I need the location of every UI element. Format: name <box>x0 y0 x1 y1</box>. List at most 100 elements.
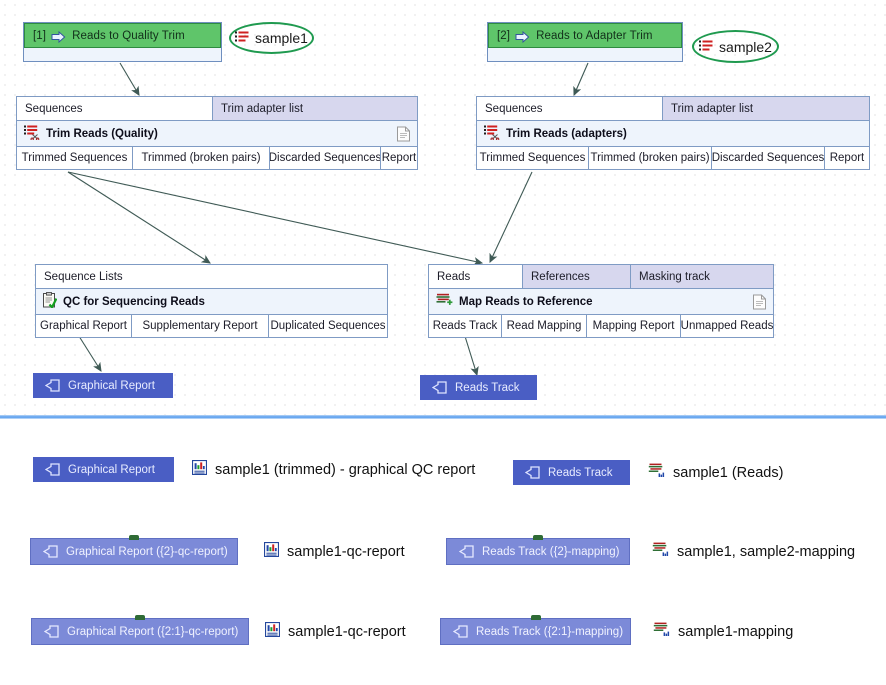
input-port-sequence-lists[interactable]: Sequence Lists <box>36 265 387 288</box>
process-node-qc-for-sequencing-reads[interactable]: Sequence Lists QC for Sequencing Reads <box>35 264 388 338</box>
output-port-duplicated-sequences[interactable]: Duplicated Sequences <box>269 315 387 337</box>
result-label: sample1, sample2-mapping <box>677 543 856 560</box>
process-node-title-bar[interactable]: Trim Reads (Quality) <box>17 121 417 147</box>
result-row: Graphical Report ({2}-qc-report) sample1… <box>30 535 405 565</box>
input-port-row: Reads References Masking track <box>429 265 773 289</box>
sequence-list-icon <box>699 39 713 55</box>
result-row: Reads Track sample1 (Reads) <box>513 460 783 485</box>
input-port-row: Sequences Trim adapter list <box>477 97 869 121</box>
input-node-body <box>488 48 682 61</box>
result-row: Reads Track ({2}-mapping) sample1, sampl… <box>446 535 856 565</box>
process-node-title: Trim Reads (Quality) <box>46 127 158 140</box>
input-port-row: Sequences Trim adapter list <box>17 97 417 121</box>
output-port-supplementary-report[interactable]: Supplementary Report <box>132 315 269 337</box>
input-node-reads-to-adapter-trim[interactable]: [2] Reads to Adapter Trim <box>487 22 683 62</box>
result-output-node[interactable]: Reads Track ({2}-mapping) <box>446 535 630 565</box>
process-node-trim-reads-quality[interactable]: Sequences Trim adapter list <box>16 96 418 170</box>
sample-pill-sample2[interactable]: sample2 <box>692 30 779 63</box>
connector-layer <box>67 62 589 377</box>
result-output-node-label: Reads Track <box>548 466 613 479</box>
trim-reads-icon <box>24 125 40 143</box>
input-port-sequences[interactable]: Sequences <box>17 97 213 120</box>
process-node-title-bar[interactable]: Map Reads to Reference <box>429 289 773 315</box>
output-port-discarded-sequences[interactable]: Discarded Sequences <box>712 147 825 169</box>
process-node-title-bar[interactable]: QC for Sequencing Reads <box>36 289 387 315</box>
result-output-node[interactable]: Reads Track ({2:1}-mapping) <box>440 615 631 645</box>
process-node-map-reads-to-reference[interactable]: Reads References Masking track <box>428 264 774 338</box>
process-node-title: Trim Reads (adapters) <box>506 127 627 140</box>
input-node-body <box>24 48 221 61</box>
output-port-trimmed-broken-pairs[interactable]: Trimmed (broken pairs) <box>589 147 712 169</box>
input-port-trim-adapter-list[interactable]: Trim adapter list <box>663 97 869 120</box>
output-port-reads-track[interactable]: Reads Track <box>429 315 502 337</box>
output-pentagon-icon <box>44 463 60 476</box>
result-label: sample1-qc-report <box>288 623 406 640</box>
output-port-row: Trimmed Sequences Trimmed (broken pairs)… <box>17 147 417 169</box>
result-row: Graphical Report sample1 (trimmed) - gra… <box>33 457 475 482</box>
output-pentagon-icon <box>43 625 59 638</box>
input-node-index: [1] <box>33 29 47 42</box>
trim-reads-icon <box>484 125 500 143</box>
sample-pill-sample1[interactable]: sample1 <box>229 22 314 54</box>
result-output-node[interactable]: Reads Track <box>513 460 630 485</box>
reads-track-icon <box>652 542 669 562</box>
output-port-row: Graphical Report Supplementary Report Du… <box>36 315 387 337</box>
process-node-title: Map Reads to Reference <box>459 295 593 308</box>
output-port-discarded-sequences[interactable]: Discarded Sequences <box>270 147 381 169</box>
reads-track-icon <box>653 622 670 642</box>
panel-divider[interactable] <box>0 415 886 419</box>
process-node-trim-reads-adapters[interactable]: Sequences Trim adapter list <box>476 96 870 170</box>
result-output-node-label: Graphical Report ({2}-qc-report) <box>66 545 228 558</box>
input-node-label: Reads to Quality Trim <box>72 29 185 42</box>
result-output-node[interactable]: Graphical Report <box>33 457 174 482</box>
input-node-header[interactable]: [2] Reads to Adapter Trim <box>488 23 682 48</box>
input-port-references[interactable]: References <box>523 265 631 288</box>
output-port-trimmed-broken-pairs[interactable]: Trimmed (broken pairs) <box>133 147 270 169</box>
canvas-output-node-reads-track[interactable]: Reads Track <box>420 375 537 400</box>
output-pentagon-icon <box>452 625 468 638</box>
flow-arrow-icon <box>51 30 66 43</box>
input-node-index: [2] <box>497 29 511 42</box>
input-port-reads[interactable]: Reads <box>429 265 523 288</box>
output-port-trimmed-sequences[interactable]: Trimmed Sequences <box>17 147 133 169</box>
input-port-row: Sequence Lists <box>36 265 387 289</box>
qc-clipboard-icon <box>43 292 58 311</box>
sequence-list-icon <box>235 30 249 46</box>
node-connector-nub <box>533 535 543 540</box>
input-node-reads-to-quality-trim[interactable]: [1] Reads to Quality Trim <box>23 22 222 62</box>
result-label: sample1-qc-report <box>287 543 405 560</box>
result-row: Graphical Report ({2:1}-qc-report) sampl… <box>31 615 406 645</box>
output-port-trimmed-sequences[interactable]: Trimmed Sequences <box>477 147 589 169</box>
result-label: sample1 (trimmed) - graphical QC report <box>215 461 476 478</box>
node-connector-nub <box>129 535 139 540</box>
result-output-node[interactable]: Graphical Report ({2}-qc-report) <box>30 535 238 565</box>
output-pentagon-icon <box>431 381 447 394</box>
input-node-label: Reads to Adapter Trim <box>536 29 653 42</box>
report-document-icon[interactable] <box>753 294 766 309</box>
output-port-unmapped-reads[interactable]: Unmapped Reads <box>681 315 773 337</box>
flow-arrow-icon <box>515 30 530 43</box>
output-port-report[interactable]: Report <box>825 147 869 169</box>
result-output-node[interactable]: Graphical Report ({2:1}-qc-report) <box>31 615 249 645</box>
canvas-output-node-label: Graphical Report <box>68 379 155 392</box>
result-label: sample1 (Reads) <box>673 464 784 481</box>
output-port-mapping-report[interactable]: Mapping Report <box>587 315 681 337</box>
canvas-output-node-graphical-report[interactable]: Graphical Report <box>33 373 173 398</box>
input-port-masking-track[interactable]: Masking track <box>631 265 773 288</box>
sample-pill-label: sample1 <box>255 30 308 46</box>
output-port-report[interactable]: Report <box>381 147 417 169</box>
report-document-icon[interactable] <box>397 126 410 141</box>
input-node-header[interactable]: [1] Reads to Quality Trim <box>24 23 221 48</box>
node-connector-nub <box>530 615 541 620</box>
input-port-trim-adapter-list[interactable]: Trim adapter list <box>213 97 417 120</box>
output-port-read-mapping[interactable]: Read Mapping <box>502 315 587 337</box>
output-port-graphical-report[interactable]: Graphical Report <box>36 315 132 337</box>
input-port-sequences[interactable]: Sequences <box>477 97 663 120</box>
workflow-canvas[interactable]: [1] Reads to Quality Trim <box>0 0 886 417</box>
process-node-title-bar[interactable]: Trim Reads (adapters) <box>477 121 869 147</box>
graphical-report-icon <box>263 541 280 562</box>
graphical-report-icon <box>264 621 281 642</box>
reads-track-icon <box>648 463 665 483</box>
result-output-node-label: Graphical Report <box>68 463 155 476</box>
process-node-title: QC for Sequencing Reads <box>63 295 205 308</box>
